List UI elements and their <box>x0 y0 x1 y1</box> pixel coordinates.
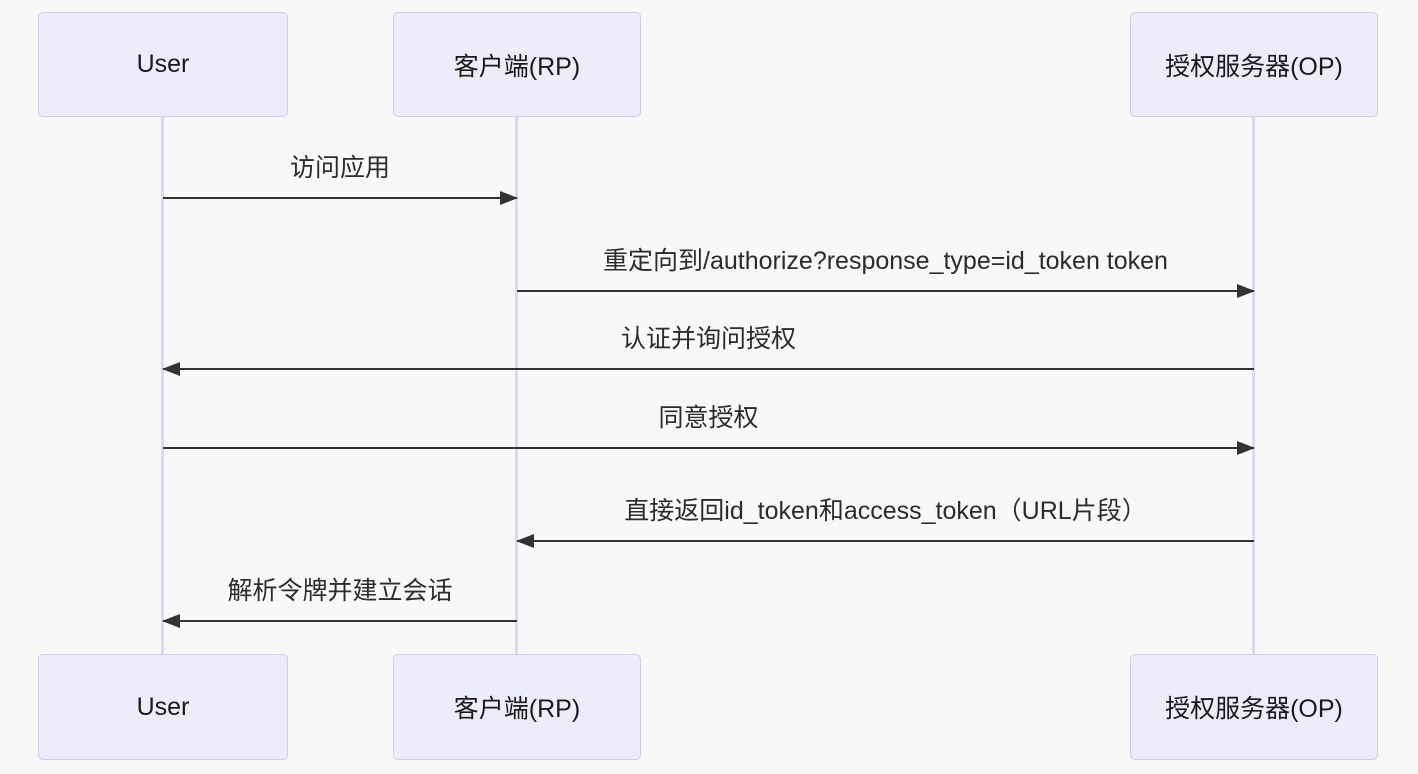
message-consent: 同意授权 <box>163 401 1255 455</box>
message-arrow <box>162 362 1254 376</box>
arrowhead-icon <box>1237 284 1255 298</box>
arrowhead-icon <box>500 191 518 205</box>
arrowhead-icon <box>162 614 180 628</box>
actor-user-bottom: User <box>38 654 288 760</box>
actor-label: 客户端(RP) <box>453 695 581 723</box>
message-arrow <box>162 614 517 628</box>
actor-auth-server-op-top: 授权服务器(OP) <box>1130 12 1378 117</box>
actor-client-rp-bottom: 客户端(RP) <box>393 654 641 760</box>
arrowhead-icon <box>1237 441 1255 455</box>
lifeline-auth-server-op <box>1252 116 1255 656</box>
actor-label: User <box>136 50 190 78</box>
message-label: 重定向到/authorize?response_type=id_token to… <box>603 247 1168 275</box>
actor-label: 授权服务器(OP) <box>1165 52 1343 81</box>
message-label: 同意授权 <box>658 404 759 432</box>
actor-label: 客户端(RP) <box>453 52 581 81</box>
actor-client-rp-top: 客户端(RP) <box>393 12 641 117</box>
message-parse-token-session: 解析令牌并建立会话 <box>162 574 517 628</box>
message-authenticate-ask: 认证并询问授权 <box>162 322 1254 376</box>
message-arrow <box>163 191 518 205</box>
arrowhead-icon <box>516 534 534 548</box>
lifeline-user <box>161 116 164 656</box>
message-arrow <box>516 534 1254 548</box>
lifeline-client-rp <box>515 116 518 656</box>
message-arrow <box>163 441 1255 455</box>
message-label: 解析令牌并建立会话 <box>227 577 453 605</box>
actor-label: User <box>136 692 190 721</box>
message-return-tokens: 直接返回id_token和access_token（URL片段） <box>516 494 1254 548</box>
message-label: 直接返回id_token和access_token（URL片段） <box>624 497 1147 525</box>
actor-label: 授权服务器(OP) <box>1165 695 1343 723</box>
message-label: 认证并询问授权 <box>620 325 796 353</box>
actor-auth-server-op-bottom: 授权服务器(OP) <box>1130 654 1378 760</box>
message-label: 访问应用 <box>289 154 390 182</box>
actor-user-top: User <box>38 12 288 117</box>
message-redirect-authorize: 重定向到/authorize?response_type=id_token to… <box>517 244 1255 298</box>
message-access-app: 访问应用 <box>163 151 518 205</box>
arrowhead-icon <box>162 362 180 376</box>
message-arrow <box>517 284 1255 298</box>
